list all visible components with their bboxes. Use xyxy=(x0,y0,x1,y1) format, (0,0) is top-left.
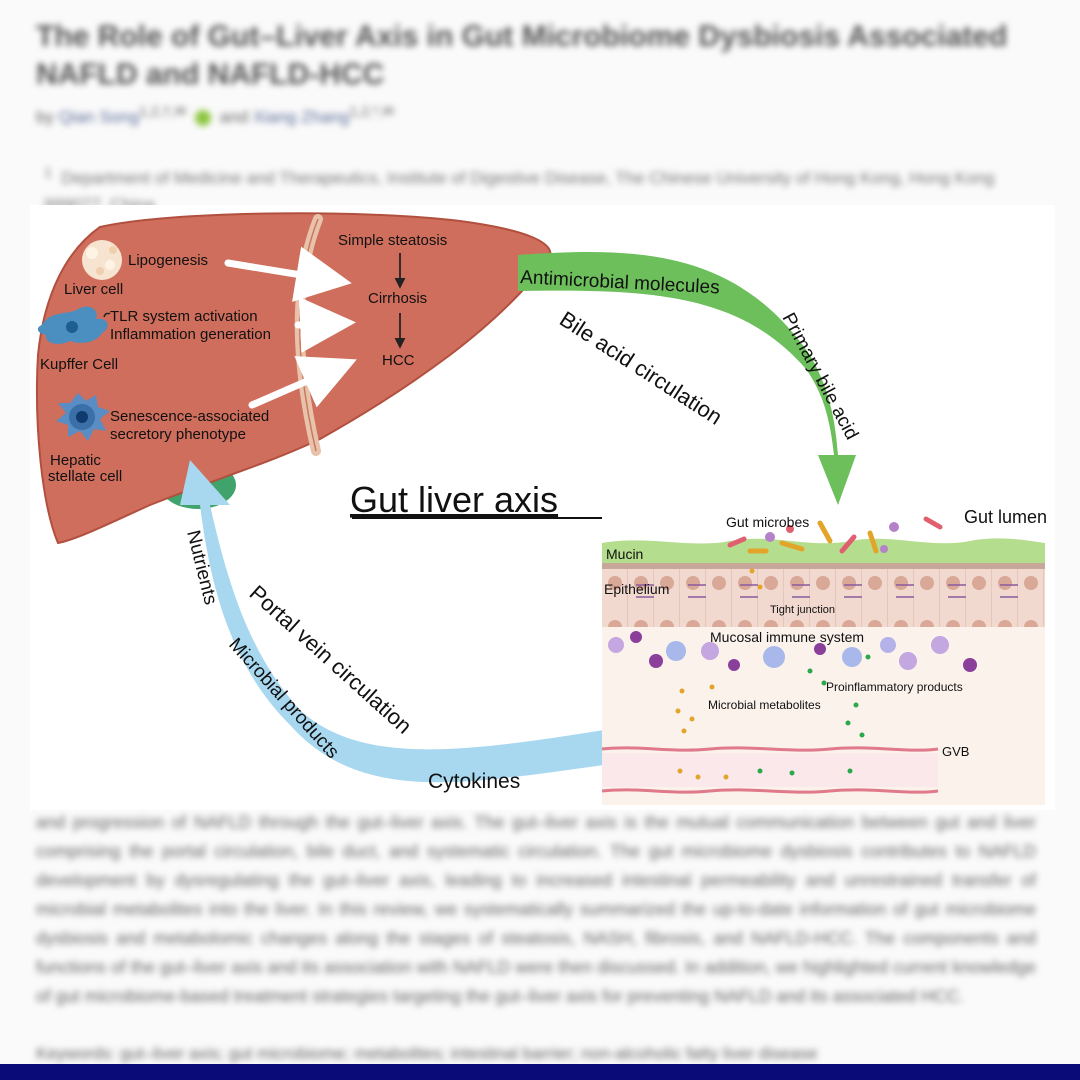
byline-by: by xyxy=(36,107,54,127)
blood-vessel xyxy=(601,746,939,794)
blue-arrow xyxy=(180,460,604,783)
stellate-label-1: Hepatic xyxy=(50,452,101,469)
tlr-label: TLR system activation xyxy=(110,308,258,325)
author-sup: 1,2,*,✉ xyxy=(349,104,395,120)
inflammation-arrow xyxy=(294,296,356,353)
epithelium-layer xyxy=(602,569,1045,627)
portal-vein-label: Portal vein circulation xyxy=(245,580,417,739)
gut-panel: Gut lumen Gut microbes Mucin Epithelium … xyxy=(601,507,1047,805)
gut-lumen-label: Gut lumen xyxy=(964,507,1047,527)
mucosal-immune-label: Mucosal immune system xyxy=(710,629,864,645)
steatosis-label: Simple steatosis xyxy=(338,232,447,249)
author-link[interactable]: Qian Song xyxy=(58,107,140,127)
center-title: Gut liver axis xyxy=(350,479,558,520)
mucin-layer xyxy=(602,538,1045,567)
bottom-bar xyxy=(0,1064,1080,1080)
gut-liver-axis-figure: Lipogenesis Liver cell TLR system activa… xyxy=(30,205,1055,810)
affiliation-marker: 1 xyxy=(44,165,52,181)
orcid-icon[interactable] xyxy=(195,110,212,127)
byline-and: and xyxy=(219,107,249,127)
stellate-cell-icon xyxy=(56,393,110,441)
primary-bile-acid-label: Primary bile acid xyxy=(778,309,862,443)
lipogenesis-arrow xyxy=(224,246,352,302)
sasp-label-2: secretory phenotype xyxy=(110,426,246,443)
cirrhosis-label: Cirrhosis xyxy=(368,290,427,307)
liver-lobe xyxy=(36,212,552,545)
gut-microbes-icon xyxy=(727,516,943,554)
metabolite-dots xyxy=(675,568,871,738)
lipogenesis-label: Lipogenesis xyxy=(128,252,208,269)
kupffer-cell-icon xyxy=(37,306,108,344)
gut-microbes-label: Gut microbes xyxy=(726,514,809,530)
hcc-label: HCC xyxy=(382,352,415,369)
epithelium-label: Epithelium xyxy=(604,581,669,597)
author-sup: 1,2,†,✉ xyxy=(139,104,187,120)
kupffer-label: Kupffer Cell xyxy=(40,356,118,373)
proinflammatory-label: Proinflammatory products xyxy=(826,680,963,694)
green-arrow xyxy=(518,251,856,505)
mucin-label: Mucin xyxy=(606,546,643,562)
liver-cell-label: Liver cell xyxy=(64,281,123,298)
figure-svg: Lipogenesis Liver cell TLR system activa… xyxy=(36,212,1047,805)
byline: by Qian Song1,2,†,✉ and Xiang Zhang1,2,*… xyxy=(36,104,394,128)
sasp-arrow xyxy=(248,356,357,409)
gvb-label: GVB xyxy=(942,744,969,759)
paper-title: The Role of Gut–Liver Axis in Gut Microb… xyxy=(36,20,1008,91)
tight-junction-label: Tight junction xyxy=(770,604,835,616)
author-link[interactable]: Xiang Zhang xyxy=(252,107,350,127)
immune-cells xyxy=(608,631,977,672)
stellate-label-2: stellate cell xyxy=(48,468,122,485)
microbial-metabolites-label: Microbial metabolites xyxy=(708,698,821,712)
cytokines-label: Cytokines xyxy=(428,770,520,793)
liver-cell-icon xyxy=(82,240,122,280)
keywords-line: Keywords: gut–liver axis; gut microbiome… xyxy=(36,1044,818,1063)
sasp-label-1: Senescence-associated xyxy=(110,408,269,425)
abstract-text: and progression of NAFLD through the gut… xyxy=(36,812,1036,1006)
inflammation-label: Inflammation generation xyxy=(110,326,271,343)
bile-acid-circulation-label: Bile acid circulation xyxy=(555,306,727,430)
